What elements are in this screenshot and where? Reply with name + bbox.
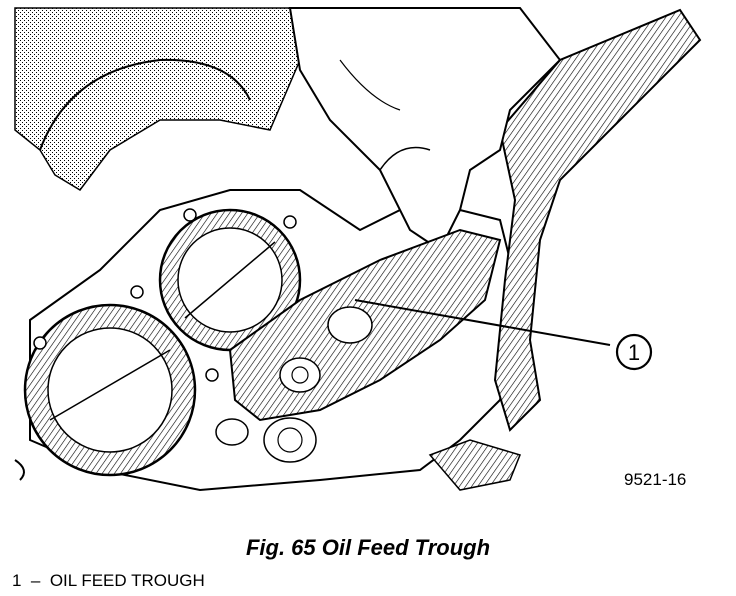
legend-item: 1 – OIL FEED TROUGH (12, 571, 205, 590)
legend-text: OIL FEED TROUGH (49, 571, 205, 590)
technician-hand (288, 7, 562, 252)
engine-illustration: 1 (14, 7, 702, 492)
casting-curve (39, 58, 251, 151)
engine-block-upper (14, 7, 332, 191)
frame-rail (493, 8, 702, 432)
figure-code: 9521-16 (624, 470, 687, 489)
figure-caption: Fig. 65 Oil Feed Trough (245, 535, 491, 560)
callout-leader-line (354, 299, 611, 346)
callout-number: 1 (628, 340, 640, 365)
legend-number: 1 (12, 571, 22, 590)
callout-circle (615, 333, 653, 371)
